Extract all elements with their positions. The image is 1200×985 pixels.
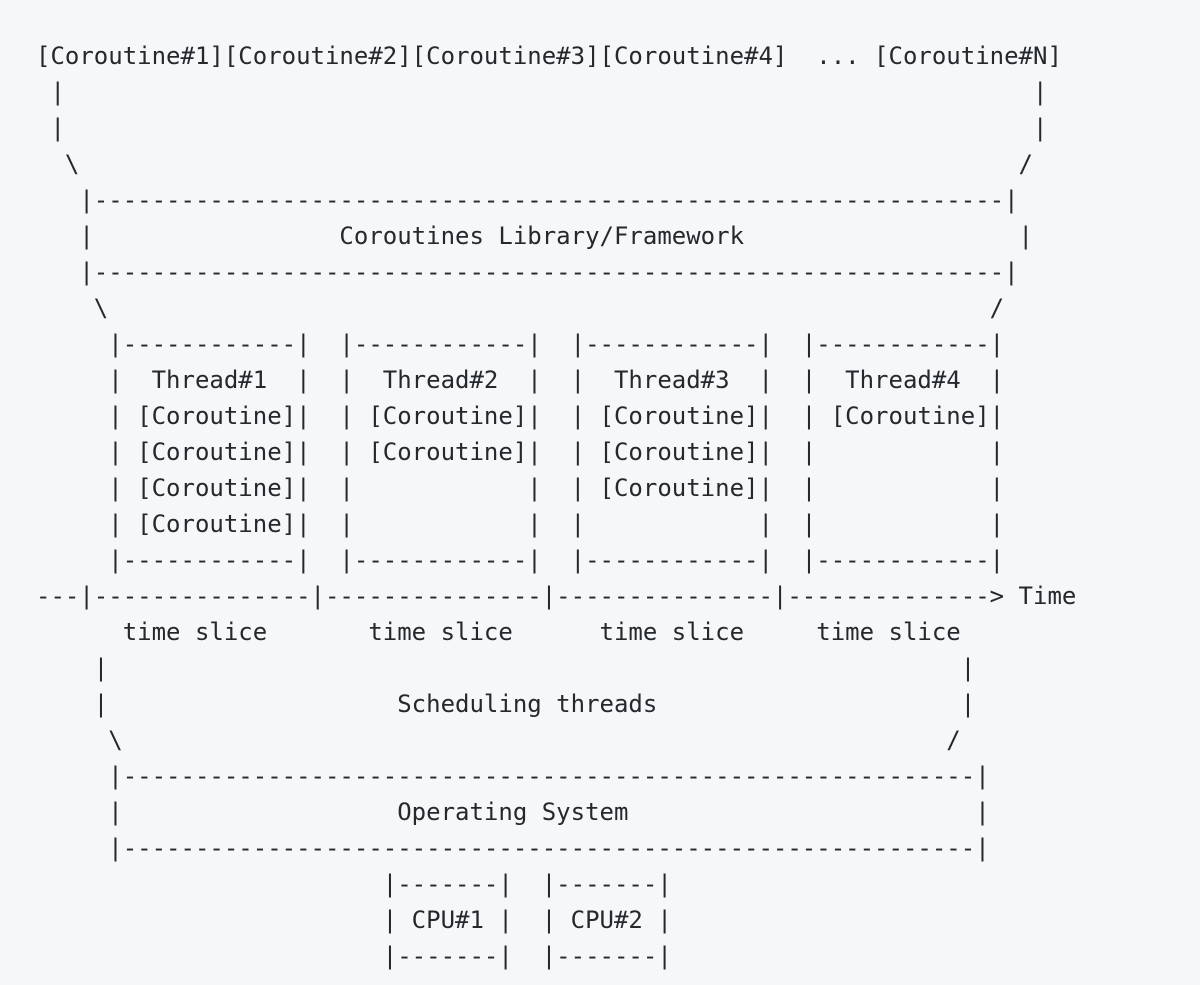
time-slice-labels-row: time slice time slice time slice time sl… <box>36 618 961 646</box>
thread-titles-row: | Thread#1 | | Thread#2 | | Thread#3 | |… <box>36 366 1005 394</box>
ascii-architecture-diagram: [Coroutine#1][Coroutine#2][Coroutine#3][… <box>36 38 1076 974</box>
thread-boxes-top-borders: |------------| |------------| |---------… <box>36 330 1005 358</box>
connector-diagonals-library-to-threads: \ / <box>36 294 1005 322</box>
time-axis-row: ---|---------------|---------------|----… <box>36 582 1077 610</box>
connector-diagonals-top: \ / <box>36 150 1033 178</box>
os-box-label-row: | Operating System | <box>36 798 990 826</box>
library-box-label-row: | Coroutines Library/Framework | <box>36 222 1033 250</box>
coroutines-top-row: [Coroutine#1][Coroutine#2][Coroutine#3][… <box>36 42 1062 70</box>
scheduling-connector-line-1: | | <box>36 654 976 682</box>
cpu-boxes-bottom-borders: |-------| |-------| <box>36 942 672 970</box>
connector-line-1: | | <box>36 78 1048 106</box>
thread-boxes-bottom-borders: |------------| |------------| |---------… <box>36 546 1005 574</box>
library-box-bottom-border: |---------------------------------------… <box>36 258 1019 286</box>
thread-coroutine-row-1: | [Coroutine]| | [Coroutine]| | [Corouti… <box>36 402 1005 430</box>
cpu-labels-row: | CPU#1 | | CPU#2 | <box>36 906 672 934</box>
thread-coroutine-row-3: | [Coroutine]| | | | [Coroutine]| | | <box>36 474 1005 502</box>
cpu-boxes-top-borders: |-------| |-------| <box>36 870 672 898</box>
library-box-top-border: |---------------------------------------… <box>36 186 1019 214</box>
os-box-bottom-border: |---------------------------------------… <box>36 834 990 862</box>
thread-coroutine-row-2: | [Coroutine]| | [Coroutine]| | [Corouti… <box>36 438 1005 466</box>
connector-diagonals-scheduling-to-os: \ / <box>36 726 961 754</box>
connector-line-2: | | <box>36 114 1048 142</box>
scheduling-threads-label-row: | Scheduling threads | <box>36 690 976 718</box>
os-box-top-border: |---------------------------------------… <box>36 762 990 790</box>
thread-coroutine-row-4: | [Coroutine]| | | | | | | <box>36 510 1005 538</box>
